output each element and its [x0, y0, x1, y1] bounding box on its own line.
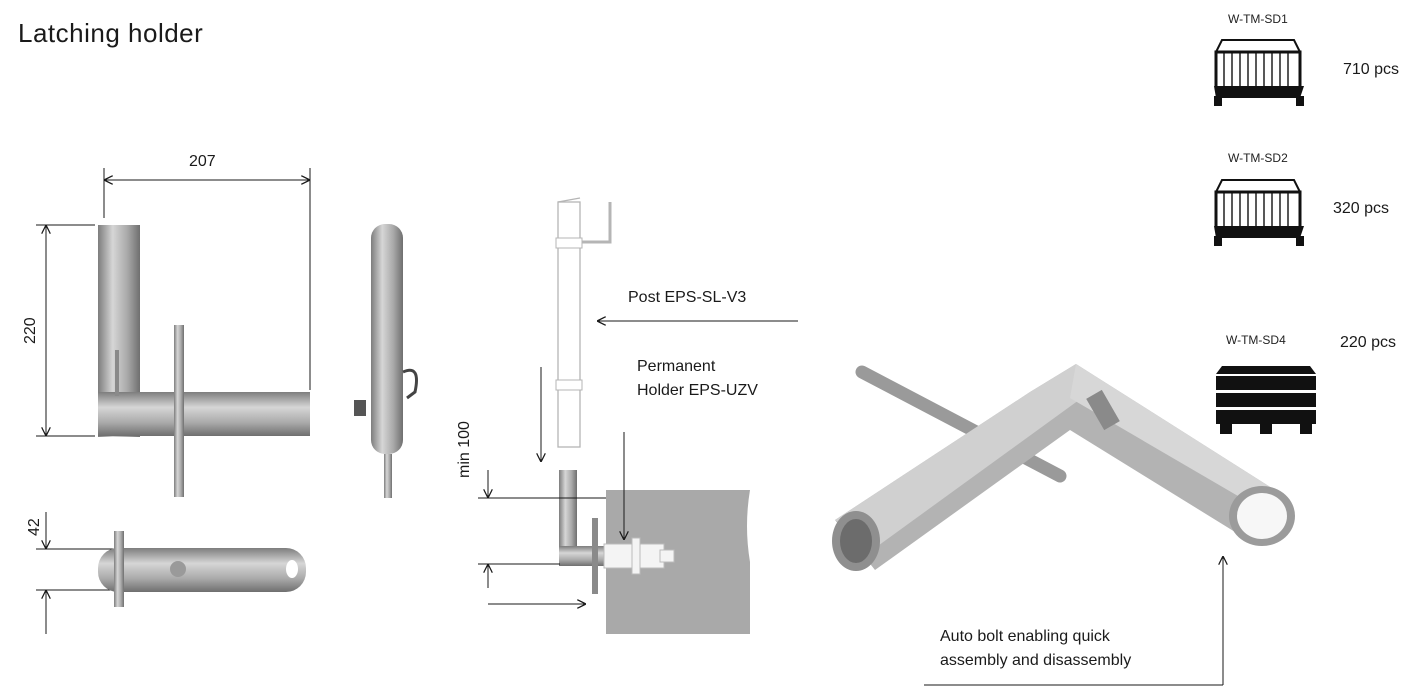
- package-code: W-TM-SD1: [1228, 12, 1288, 26]
- dimension-min: min 100: [456, 421, 473, 478]
- page-title: Latching holder: [18, 18, 204, 48]
- package-qty: 320 pcs: [1333, 200, 1390, 217]
- dimension-width: 207: [189, 153, 216, 170]
- bolt-label-line2: assembly and disassembly: [940, 652, 1132, 669]
- side-view-holder: [354, 224, 418, 498]
- wire-mesh-box-icon: [1214, 179, 1304, 246]
- bolt-label-line1: Auto bolt enabling quick: [940, 628, 1110, 645]
- package-qty: 710 pcs: [1343, 61, 1400, 78]
- dimension-tube: 42: [26, 518, 43, 536]
- post-label: Post EPS-SL-V3: [628, 289, 747, 306]
- wooden-crate-icon: [1216, 366, 1316, 434]
- dimension-height: 220: [22, 317, 39, 344]
- package-code: W-TM-SD4: [1226, 333, 1286, 347]
- front-view-holder: [98, 225, 310, 497]
- installation-view: [555, 197, 753, 634]
- holder-label-line1: Permanent: [637, 358, 716, 375]
- dimension-lines: [36, 168, 311, 634]
- package-code: W-TM-SD2: [1228, 151, 1288, 165]
- holder-label-line2: Holder EPS-UZV: [637, 382, 758, 399]
- wire-mesh-box-icon: [1214, 39, 1304, 106]
- package-qty: 220 pcs: [1340, 334, 1397, 351]
- holder-3d-render: [832, 364, 1295, 571]
- top-view-holder: [98, 531, 306, 607]
